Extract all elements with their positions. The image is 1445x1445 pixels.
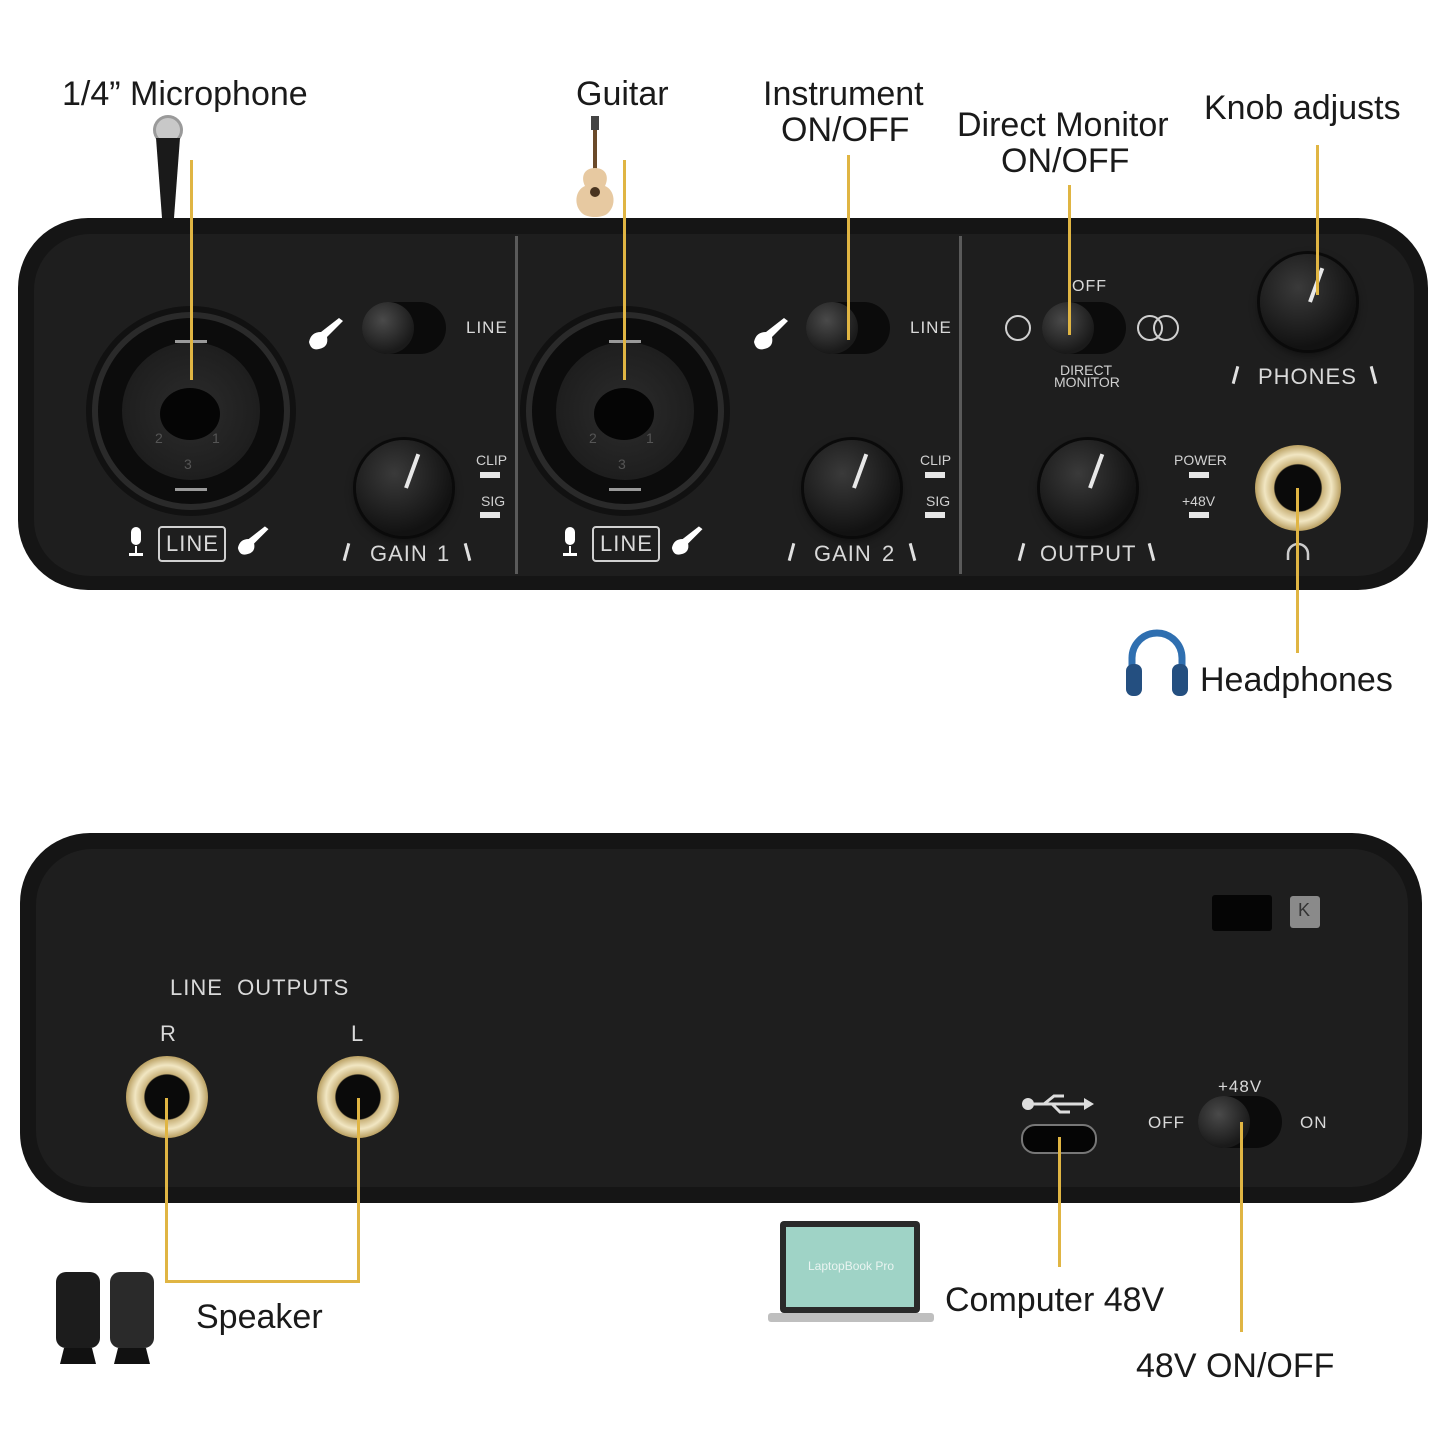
guitar-small-icon [671, 526, 703, 555]
lock-icon [1290, 896, 1320, 928]
clip-led-1-label: CLIP [476, 452, 508, 468]
kensington-slot [1212, 895, 1272, 931]
output-right-label: R [160, 1021, 177, 1046]
microphone-icon [153, 115, 183, 218]
callout-direct-monitor-1: Direct Monitor [957, 106, 1169, 144]
phones-label: PHONES [1258, 364, 1357, 389]
callout-speaker: Speaker [196, 1298, 323, 1336]
gain-2-number: 2 [882, 541, 896, 566]
gain-1-label: GAIN [370, 541, 428, 566]
callout-knob-adjusts: Knob adjusts [1204, 89, 1401, 127]
front-divider-2 [959, 236, 962, 574]
clip-led-2-label: CLIP [920, 452, 952, 468]
laptop-icon [768, 1221, 934, 1322]
phantom-switch-label: +48V [1218, 1077, 1263, 1096]
callout-computer: Computer 48V [945, 1281, 1165, 1319]
guitar-acoustic-icon [576, 116, 614, 217]
gain-knob-1[interactable] [356, 440, 452, 536]
kensington-k-label: K [1298, 900, 1312, 920]
combo-line-1-label: LINE [166, 531, 219, 556]
output-knob[interactable] [1040, 440, 1136, 536]
direct-monitor-off-label: OFF [1072, 278, 1107, 295]
mono-monitor-icon [1005, 315, 1031, 341]
line-outputs-label: LINE OUTPUTS [170, 975, 350, 1000]
callout-line-out-right [165, 1098, 168, 1282]
headphones-icon [1126, 629, 1188, 696]
microphone-small-icon [129, 527, 143, 556]
phones-knob[interactable] [1260, 254, 1356, 350]
stereo-monitor-icon-2 [1153, 315, 1179, 341]
callout-headphones: Headphones [1200, 661, 1393, 699]
phantom-off-label: OFF [1148, 1113, 1185, 1132]
microphone-small-icon [563, 527, 577, 556]
output-left-label: L [351, 1021, 365, 1046]
callout-line-speaker-join [165, 1280, 360, 1283]
front-divider-1 [515, 236, 518, 574]
gain-knob-2[interactable] [804, 440, 900, 536]
usb-icon [1022, 1094, 1094, 1114]
pin-2-label-ch2: 2 [589, 430, 597, 446]
phantom-on-label: ON [1300, 1113, 1328, 1132]
combo-line-box-2 [592, 526, 660, 562]
combo-input-2-bottom-bar [609, 488, 641, 491]
pin-1-label-ch2: 1 [646, 430, 654, 446]
clip-led-1 [480, 472, 500, 478]
clip-led-2 [925, 472, 945, 478]
guitar-small-icon [237, 526, 269, 555]
phantom-led-label: +48V [1182, 493, 1216, 509]
instrument-switch-1-line-label: LINE [466, 318, 508, 337]
callout-line-out-left [357, 1098, 360, 1282]
output-label: OUTPUT [1040, 541, 1137, 566]
callout-instrument-2: ON/OFF [781, 111, 910, 149]
sig-led-2-label: SIG [926, 493, 951, 509]
instrument-switch-1-knob [362, 302, 414, 354]
guitar-icon [754, 318, 788, 350]
phantom-led [1189, 512, 1209, 518]
speaker-icon [56, 1272, 154, 1364]
direct-monitor-label-2: MONITOR [1054, 374, 1120, 390]
gain-2-label: GAIN [814, 541, 872, 566]
pin-1-label: 1 [212, 430, 220, 446]
laptop-screen-text: LaptopBook Pro [808, 1259, 895, 1273]
callout-line-instrument [847, 155, 850, 340]
combo-input-1-socket [160, 388, 220, 440]
callout-line-headphones [1296, 488, 1299, 653]
callout-guitar: Guitar [576, 75, 669, 113]
callout-line-guitar [623, 160, 626, 380]
callout-line-direct-monitor [1068, 185, 1071, 335]
callout-line-phantom [1240, 1122, 1243, 1332]
power-led [1189, 472, 1209, 478]
sig-led-1 [480, 512, 500, 518]
combo-input-2-socket [594, 388, 654, 440]
back-panel-face [36, 849, 1408, 1187]
guitar-icon [309, 318, 343, 350]
callout-microphone: 1/4” Microphone [62, 75, 308, 113]
combo-input-1-bottom-bar [175, 488, 207, 491]
sig-led-1-label: SIG [481, 493, 506, 509]
callout-direct-monitor-2: ON/OFF [1001, 142, 1130, 180]
instrument-switch-2-knob [806, 302, 858, 354]
pin-2-label: 2 [155, 430, 163, 446]
pin-3-label-ch2: 3 [618, 456, 626, 472]
combo-line-box-1 [158, 526, 226, 562]
callout-line-computer [1058, 1137, 1061, 1267]
direct-monitor-label-1: DIRECT [1060, 362, 1113, 378]
pin-3-label: 3 [184, 456, 192, 472]
callout-line-mic [190, 160, 193, 380]
gain-1-number: 1 [437, 541, 451, 566]
callout-line-knob [1316, 145, 1319, 295]
instrument-switch-2-line-label: LINE [910, 318, 952, 337]
callout-instrument-1: Instrument [763, 75, 924, 113]
callout-phantom: 48V ON/OFF [1136, 1347, 1335, 1385]
combo-line-2-label: LINE [600, 531, 653, 556]
power-led-label: POWER [1174, 452, 1227, 468]
sig-led-2 [925, 512, 945, 518]
